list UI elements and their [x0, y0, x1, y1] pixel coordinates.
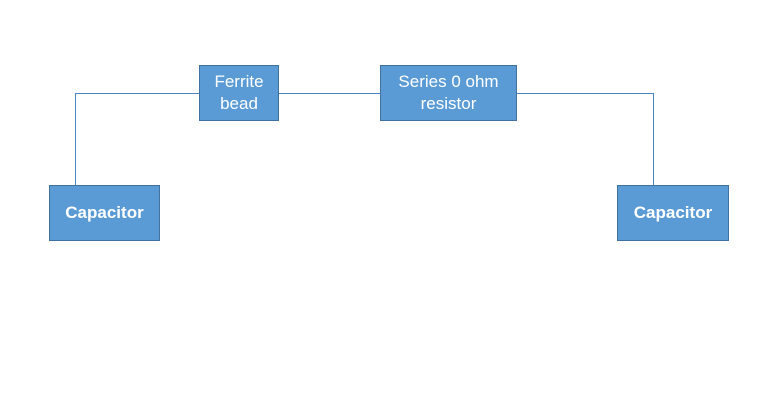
series-resistor-box: Series 0 ohm resistor — [380, 65, 517, 121]
capacitor-right-box: Capacitor — [617, 185, 729, 241]
ferrite-bead-box: Ferrite bead — [199, 65, 279, 121]
capacitor-left-box: Capacitor — [49, 185, 160, 241]
